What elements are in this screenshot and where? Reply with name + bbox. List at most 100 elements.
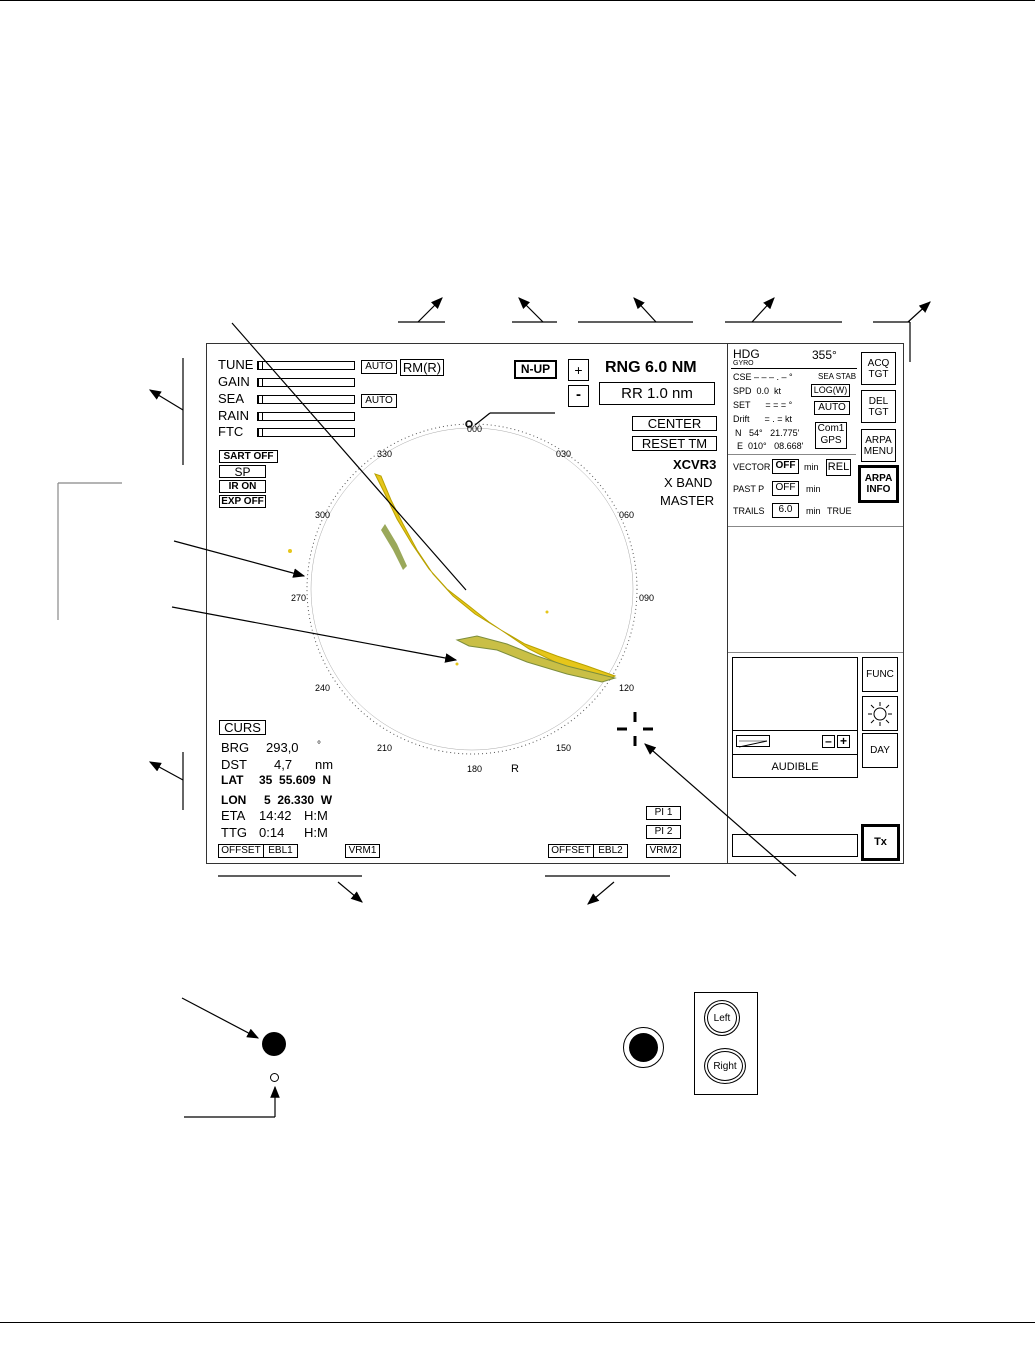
set-label: SET = = = ° xyxy=(733,400,793,410)
position-source-button[interactable]: Com1 GPS xyxy=(815,422,847,449)
center-button[interactable]: CENTER xyxy=(632,416,717,431)
trails-mode-label: TRUE xyxy=(827,506,852,516)
auto-button[interactable]: AUTO xyxy=(814,401,850,415)
ebl2-button[interactable]: EBL2 xyxy=(593,844,628,858)
motion-mode-button[interactable]: RM(R) xyxy=(400,359,444,376)
vector-off-button[interactable]: OFF xyxy=(772,459,799,474)
nav-divider xyxy=(728,454,856,455)
volume-up-button[interactable]: + xyxy=(837,735,850,748)
com1-label: Com1 xyxy=(817,423,845,434)
eta-value: 14:42 xyxy=(259,808,292,823)
log-button[interactable]: LOG(W) xyxy=(811,384,850,397)
sea-stab-label: SEA STAB xyxy=(818,372,857,381)
lon-value: 5 26.330 W xyxy=(264,793,333,807)
rotary-knob-ring[interactable] xyxy=(623,1027,664,1068)
tune-slider[interactable] xyxy=(257,361,355,370)
sun-icon xyxy=(868,701,892,726)
bearing-240: 240 xyxy=(315,683,331,693)
past-min-unit: min xyxy=(806,484,821,494)
brightness-button[interactable] xyxy=(862,696,898,731)
page-top-rule xyxy=(0,0,1035,1)
heading-divider xyxy=(731,368,857,369)
brg-unit: ° xyxy=(317,740,321,751)
eta-label: ETA xyxy=(221,808,246,823)
trails-min-unit: min xyxy=(806,506,821,516)
lat-label: LAT xyxy=(221,773,244,787)
trails-time-button[interactable]: 6.0 xyxy=(772,503,799,518)
day-button[interactable]: DAY xyxy=(862,733,898,768)
bearing-300: 300 xyxy=(315,510,331,520)
ttg-value: 0:14 xyxy=(259,825,285,840)
cursor-title[interactable]: CURS xyxy=(219,720,266,735)
arpa-divider xyxy=(728,526,903,527)
transmit-button[interactable]: Tx xyxy=(861,824,900,861)
offset-button-2[interactable]: OFFSET xyxy=(548,844,594,858)
sea-slider[interactable] xyxy=(257,395,355,404)
range-minus-button[interactable]: - xyxy=(568,385,589,407)
offset-button-1[interactable]: OFFSET xyxy=(218,844,264,858)
side-panel: HDG GYRO 355° CSE – – – . – ° SEA STAB S… xyxy=(727,343,904,864)
ttg-label: TTG xyxy=(221,825,247,840)
ftc-slider[interactable] xyxy=(257,428,355,437)
ebl1-button[interactable]: EBL1 xyxy=(263,844,298,858)
sea-label: SEA xyxy=(218,391,245,406)
past-position-off-button[interactable]: OFF xyxy=(772,481,799,496)
arpa-info-label-1: ARPA xyxy=(864,473,893,484)
gps-label: GPS xyxy=(820,435,842,446)
left-button[interactable]: Left xyxy=(704,1000,740,1036)
ir-button[interactable]: IR ON xyxy=(219,480,266,493)
north-up-button[interactable]: N-UP xyxy=(514,360,557,379)
bearing-150: 150 xyxy=(556,743,572,753)
transceiver-label: XCVR3 xyxy=(673,457,717,472)
tune-auto-button[interactable]: AUTO xyxy=(361,360,397,374)
vector-label: VECTOR xyxy=(733,462,771,472)
arpa-menu-label-2: MENU xyxy=(863,445,894,457)
rain-label: RAIN xyxy=(218,408,250,423)
func-button[interactable]: FUNC xyxy=(862,657,898,692)
speed-label: SPD 0.0 kt xyxy=(733,386,782,396)
rel-button[interactable]: REL xyxy=(826,459,851,476)
heading-value: 355° xyxy=(812,348,837,362)
gyro-label: GYRO xyxy=(733,360,754,367)
pi1-button[interactable]: PI 1 xyxy=(646,806,681,820)
dst-unit: nm xyxy=(315,757,334,772)
dst-label: DST xyxy=(221,757,247,772)
eta-unit: H:M xyxy=(304,808,328,823)
reset-tm-button[interactable]: RESET TM xyxy=(632,436,717,451)
brg-value: 293,0 xyxy=(266,740,299,755)
vrm1-button[interactable]: VRM1 xyxy=(345,844,380,858)
position-lon: E 010° 08.668' xyxy=(737,441,804,451)
exp-button[interactable]: EXP OFF xyxy=(219,495,266,508)
relative-marker: R xyxy=(511,763,519,775)
pi2-button[interactable]: PI 2 xyxy=(646,825,681,839)
bearing-180: 180 xyxy=(467,764,483,774)
past-position-label: PAST P xyxy=(733,484,765,494)
sp-button[interactable]: SP xyxy=(219,465,266,478)
rain-slider[interactable] xyxy=(257,412,355,421)
sart-button[interactable]: SART OFF xyxy=(219,450,278,463)
ftc-label: FTC xyxy=(218,424,244,439)
range-plus-button[interactable]: + xyxy=(568,359,589,381)
right-button[interactable]: Right xyxy=(704,1048,746,1084)
gain-slider[interactable] xyxy=(257,378,355,387)
sea-auto-button[interactable]: AUTO xyxy=(361,394,397,408)
alarm-divider xyxy=(728,652,903,653)
vrm2-button[interactable]: VRM2 xyxy=(646,844,681,858)
course-label: CSE – – – . – ° xyxy=(733,372,793,382)
volume-down-button[interactable]: – xyxy=(822,735,835,748)
tune-label: TUNE xyxy=(218,357,254,372)
trackball-knob[interactable] xyxy=(262,1032,286,1056)
bearing-120: 120 xyxy=(619,683,635,693)
bearing-060: 060 xyxy=(619,510,635,520)
indicator-led xyxy=(270,1073,279,1082)
acq-label: ACQ xyxy=(867,357,890,369)
band-label: X BAND xyxy=(664,475,713,490)
bearing-000: 000 xyxy=(467,424,483,434)
bearing-210: 210 xyxy=(377,743,393,753)
trails-label: TRAILS xyxy=(733,506,765,516)
ttg-unit: H:M xyxy=(304,825,328,840)
